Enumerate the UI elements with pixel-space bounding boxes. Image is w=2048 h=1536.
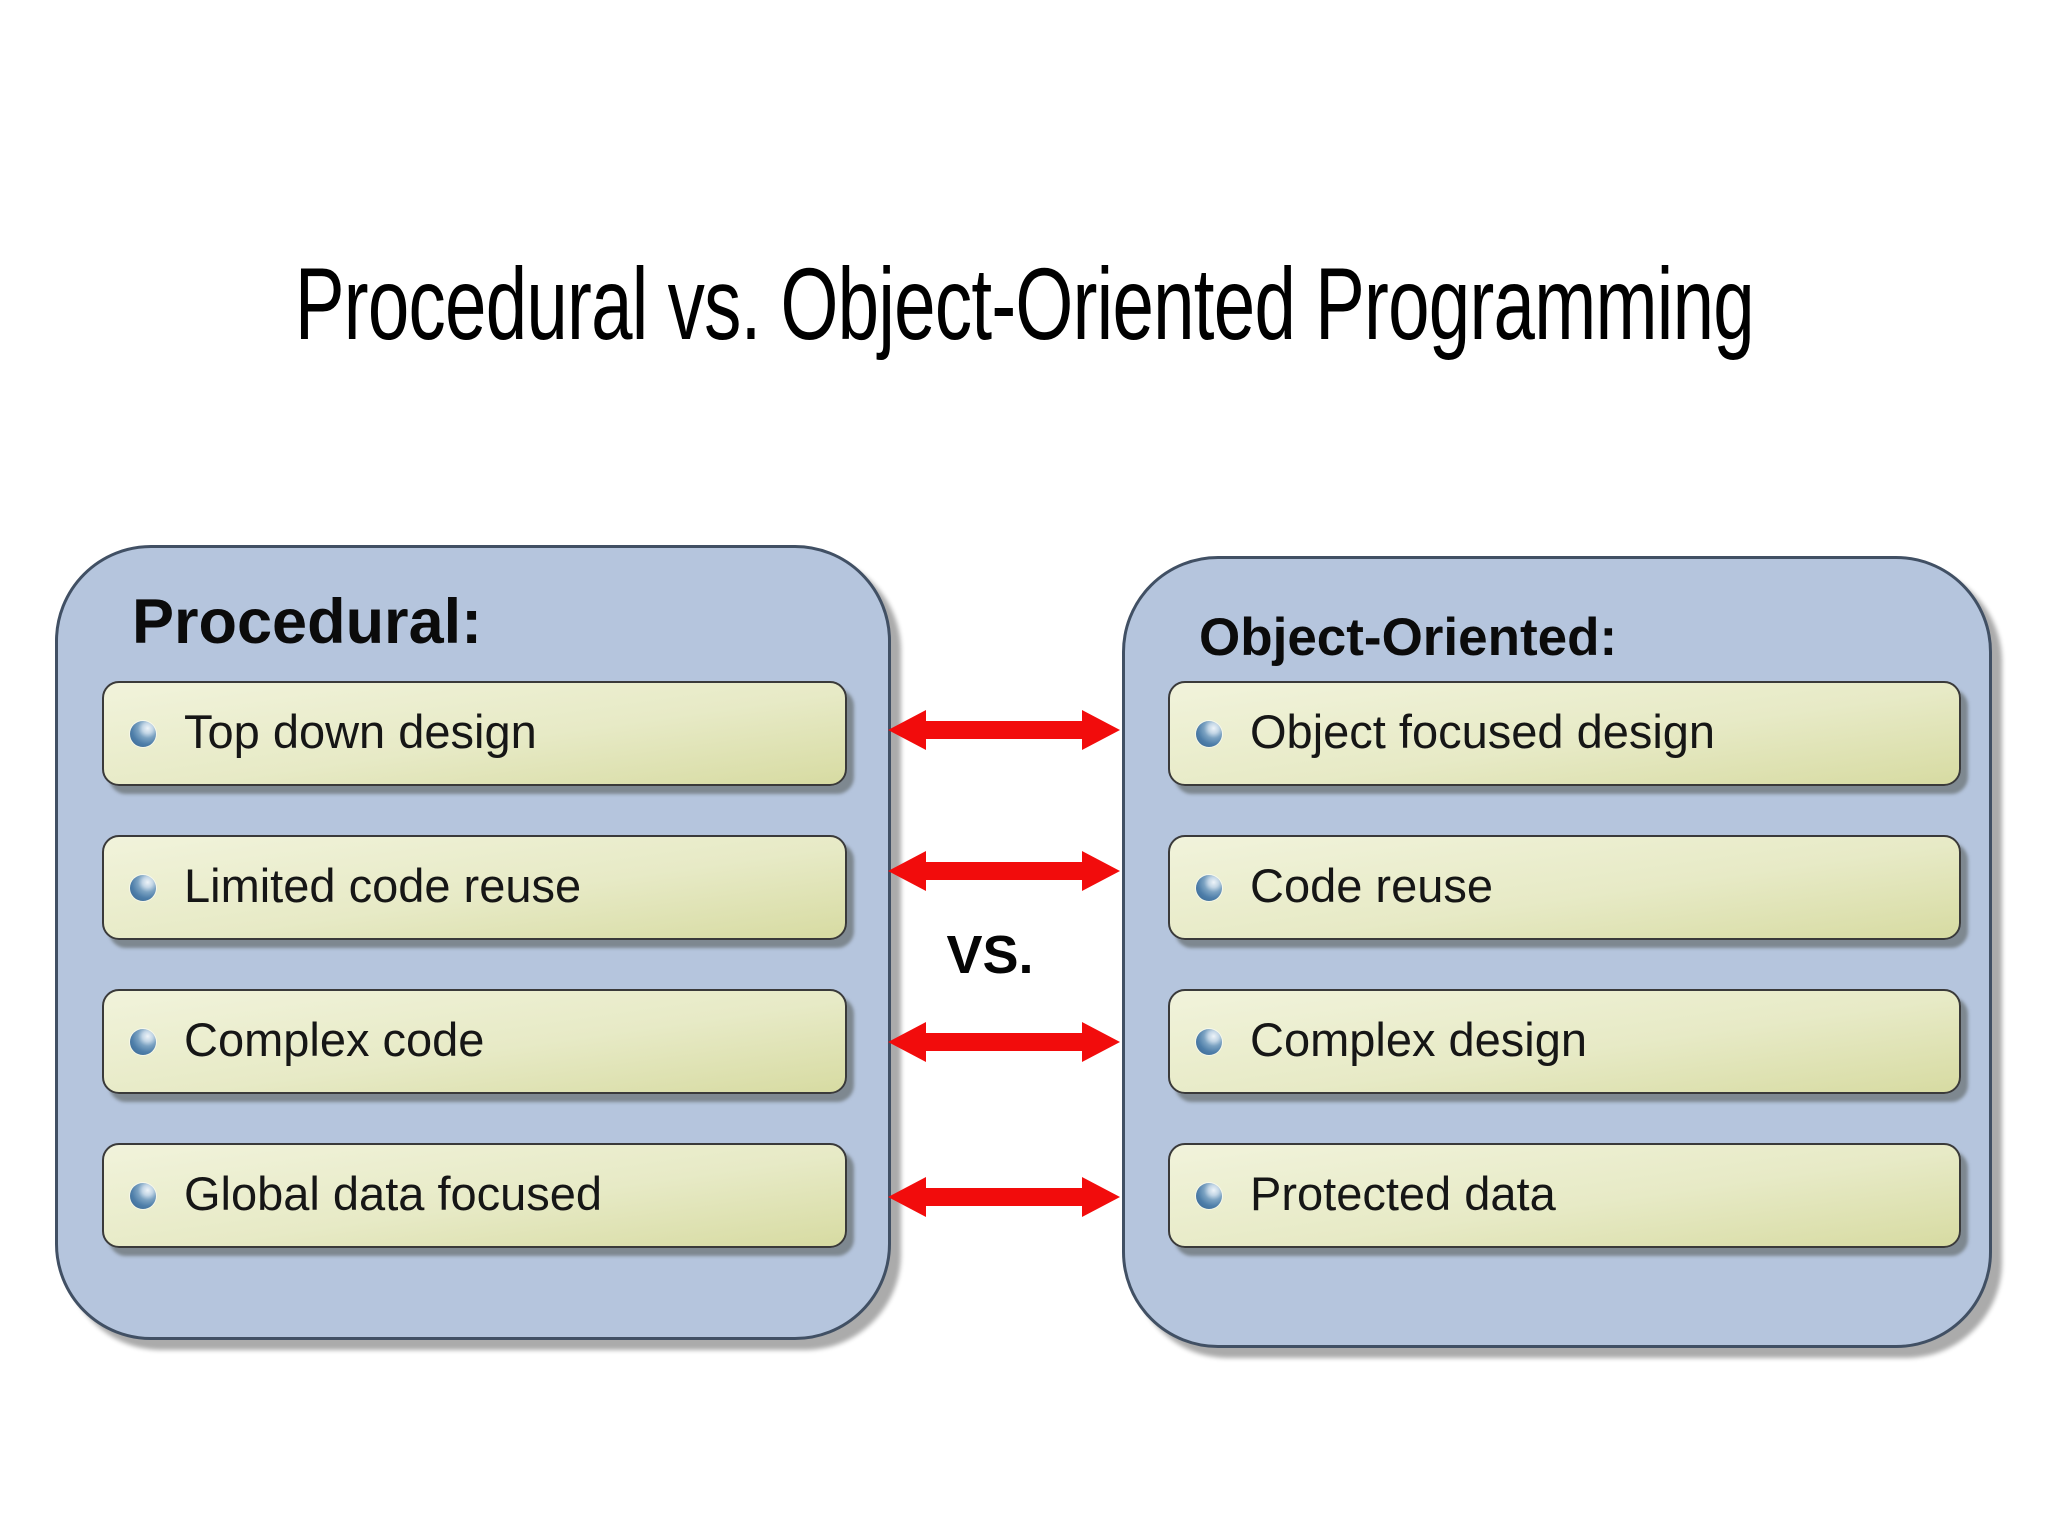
arrowhead-left-icon (888, 851, 926, 891)
page-title: Procedural vs. Object-Oriented Programmi… (294, 247, 1754, 361)
list-item-label: Code reuse (1250, 859, 1493, 912)
arrowhead-right-icon (1082, 851, 1120, 891)
arrowhead-right-icon (1082, 710, 1120, 750)
object-oriented-panel-header: Object-Oriented: (1199, 608, 1618, 667)
list-item-complex-code: Complex code (102, 989, 847, 1094)
list-item-label: Object focused design (1250, 705, 1716, 758)
arrow-shaft (926, 862, 1082, 880)
sphere-bullet-icon (1196, 1182, 1222, 1209)
list-item-label: Complex design (1250, 1013, 1588, 1066)
list-item-limited-code-reuse: Limited code reuse (102, 835, 847, 940)
list-item-global-data-focused: Global data focused (102, 1143, 847, 1248)
list-item-label: Complex code (184, 1013, 485, 1066)
double-arrow-icon-row2 (888, 851, 1120, 891)
double-arrow-icon-row4 (888, 1177, 1120, 1217)
title-row: Procedural vs. Object-Oriented Programmi… (0, 248, 2048, 360)
double-arrow-icon-row3 (888, 1022, 1120, 1062)
object-oriented-panel: Object-Oriented: Object focused design C… (1122, 556, 1992, 1348)
list-item-protected-data: Protected data (1168, 1143, 1961, 1248)
list-item-label: Global data focused (184, 1167, 603, 1220)
vs-label: VS. (946, 925, 1034, 985)
list-item-complex-design: Complex design (1168, 989, 1961, 1094)
sphere-bullet-icon (130, 1182, 156, 1209)
list-item-top-down-design: Top down design (102, 681, 847, 786)
arrowhead-right-icon (1082, 1022, 1120, 1062)
sphere-bullet-icon (130, 720, 156, 747)
arrow-shaft (926, 1188, 1082, 1206)
list-item-label: Protected data (1250, 1167, 1556, 1220)
sphere-bullet-icon (1196, 720, 1222, 747)
arrow-shaft (926, 1033, 1082, 1051)
arrowhead-left-icon (888, 1177, 926, 1217)
procedural-panel: Procedural: Top down design Limited code… (55, 545, 891, 1340)
list-item-code-reuse: Code reuse (1168, 835, 1961, 940)
list-item-object-focused-design: Object focused design (1168, 681, 1961, 786)
arrowhead-right-icon (1082, 1177, 1120, 1217)
sphere-bullet-icon (1196, 874, 1222, 901)
arrow-shaft (926, 721, 1082, 739)
procedural-panel-header: Procedural: (132, 587, 483, 657)
sphere-bullet-icon (1196, 1028, 1222, 1055)
list-item-label: Limited code reuse (184, 859, 582, 912)
list-item-label: Top down design (184, 705, 537, 758)
double-arrow-icon-row1 (888, 710, 1120, 750)
arrowhead-left-icon (888, 1022, 926, 1062)
sphere-bullet-icon (130, 1028, 156, 1055)
sphere-bullet-icon (130, 874, 156, 901)
arrowhead-left-icon (888, 710, 926, 750)
